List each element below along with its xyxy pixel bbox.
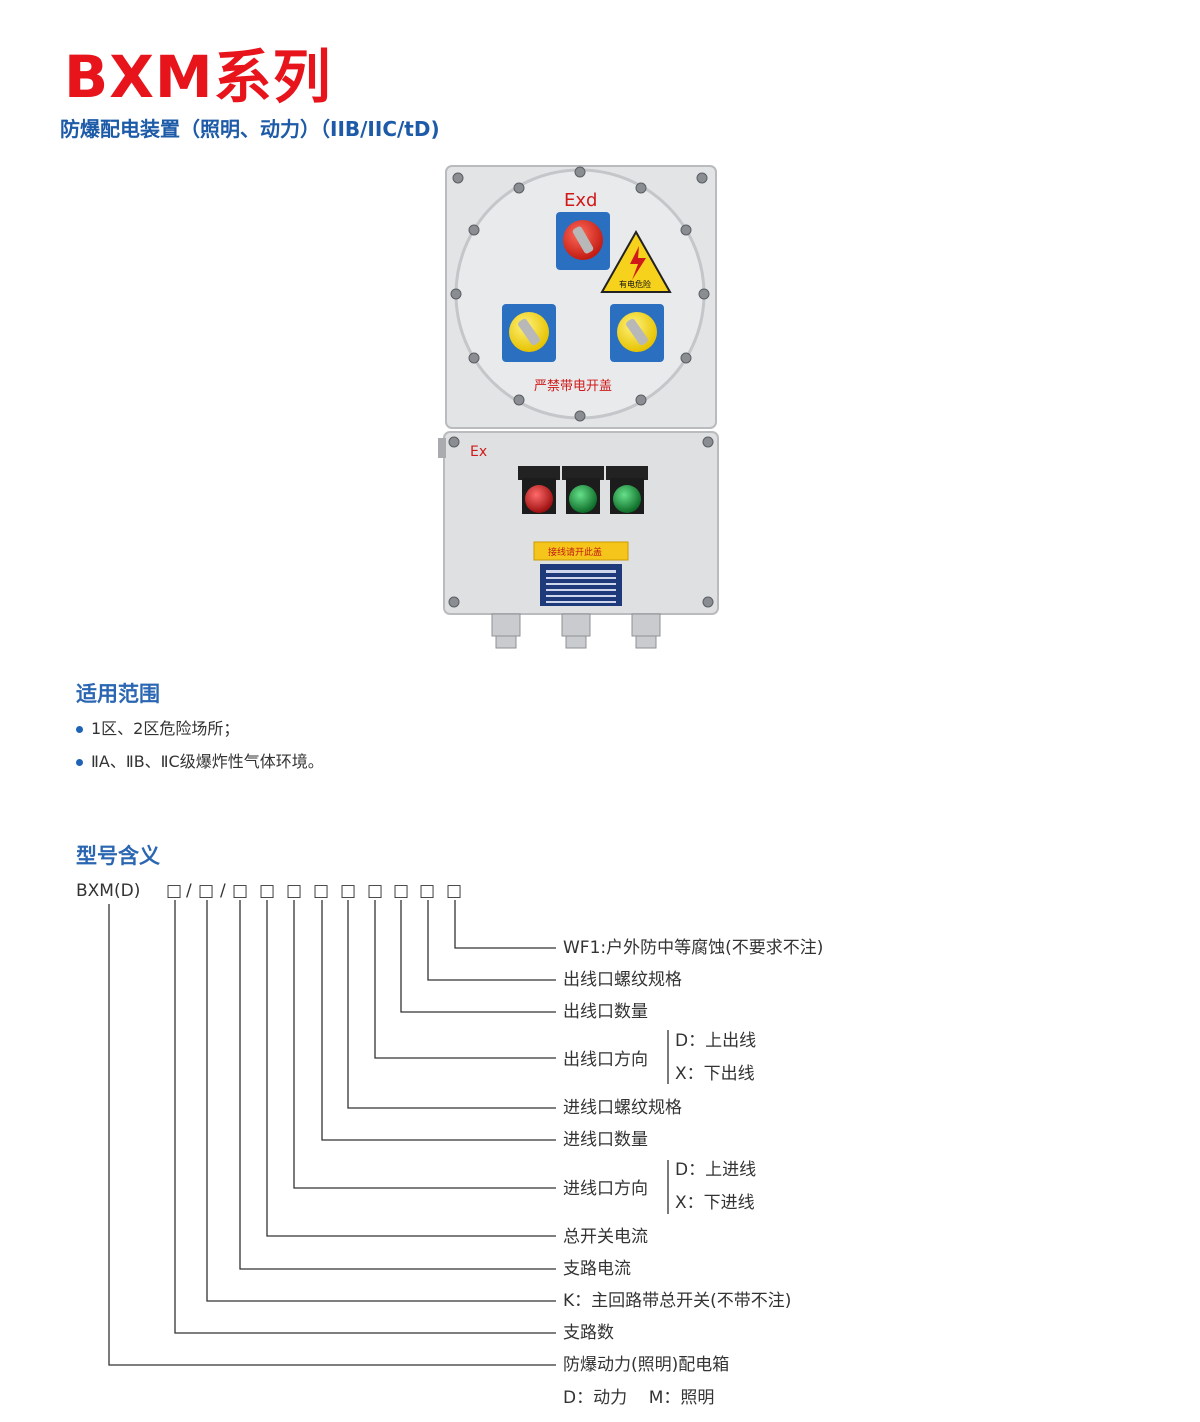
page-title: BXM系列: [64, 43, 332, 111]
code-slot: □: [313, 881, 330, 901]
model-heading: 型号含义: [76, 844, 160, 868]
product-image: Exd 有电危险 严禁带电开盖 Ex 接线请开此盖: [438, 165, 719, 649]
label-inlet-thread: 进线口螺纹规格: [563, 1098, 682, 1118]
code-slot: □: [232, 881, 249, 901]
bullet-dot: [76, 726, 83, 733]
code-separator: /: [186, 881, 192, 901]
cable-glands: [491, 613, 661, 649]
code-slot: □: [446, 881, 463, 901]
svg-text:接线请开此盖: 接线请开此盖: [548, 546, 602, 558]
label-inlet-direction: 进线口方向: [563, 1179, 648, 1199]
code-slot: □: [166, 881, 183, 901]
code-separator: /: [220, 881, 226, 901]
bullet-dot: [76, 759, 83, 766]
indicator-lamps: [518, 466, 648, 514]
label-inlet-count: 进线口数量: [563, 1130, 648, 1150]
outlet-option-up: D：上出线: [675, 1031, 757, 1051]
label-main-current: 总开关电流: [563, 1227, 648, 1247]
label-box-type: 防爆动力(照明)配电箱: [563, 1355, 730, 1375]
caution-plate: [533, 541, 629, 561]
label-outlet-direction: 出线口方向: [563, 1050, 648, 1070]
scope-heading: 适用范围: [76, 682, 160, 706]
exd-mark: Exd: [564, 190, 597, 211]
model-code-prefix: BXM(D): [76, 881, 141, 901]
label-branch-current: 支路电流: [563, 1259, 631, 1279]
code-slot: □: [419, 881, 436, 901]
scope-item: 1区、2区危险场所；: [76, 718, 239, 740]
page-subtitle: 防爆配电装置（照明、动力）（IIB/IIC/tD): [60, 117, 440, 141]
code-slot: □: [393, 881, 410, 901]
code-slot: □: [286, 881, 303, 901]
cover-bolts: [450, 166, 710, 422]
code-slot: □: [259, 881, 276, 901]
warning-text: 有电危险: [619, 279, 651, 289]
lower-bolts: [448, 436, 714, 608]
label-outlet-count: 出线口数量: [563, 1002, 648, 1022]
label-wf1: WF1:户外防中等腐蚀(不要求不注): [563, 938, 824, 958]
label-branch-count: 支路数: [563, 1323, 614, 1343]
code-slot: □: [198, 881, 215, 901]
ex-mark: Ex: [470, 444, 487, 460]
scope-item: ⅡA、ⅡB、ⅡC级爆炸性气体环境。: [76, 751, 324, 773]
label-main-switch: K：主回路带总开关(不带不注): [563, 1291, 792, 1311]
lamp-2: [613, 485, 641, 513]
code-slot: □: [367, 881, 384, 901]
cover-warning: 严禁带电开盖: [534, 379, 612, 394]
lamp-1: [569, 485, 597, 513]
inlet-option-up: D：上进线: [675, 1160, 757, 1180]
label-outlet-thread: 出线口螺纹规格: [563, 970, 682, 990]
outlet-option-down: X：下出线: [675, 1064, 755, 1084]
code-slot: □: [340, 881, 357, 901]
lamp-power: [525, 485, 553, 513]
inlet-option-down: X：下进线: [675, 1193, 755, 1213]
label-type-legend: D：动力 M：照明: [563, 1388, 715, 1408]
